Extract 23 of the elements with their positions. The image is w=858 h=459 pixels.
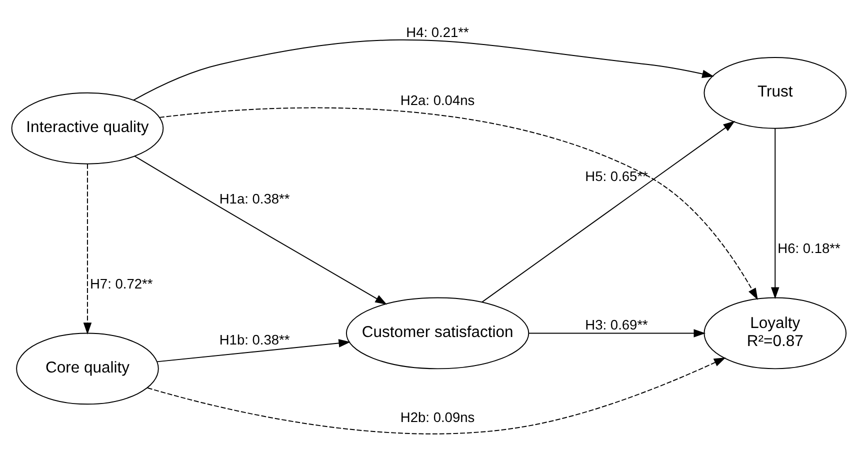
node-ellipse: Loyalty R²=0.87: [704, 296, 847, 369]
edge-label: H4: 0.21**: [406, 24, 469, 40]
edge-label: H2b: 0.09ns: [400, 410, 475, 425]
edge-label: H2a: 0.04ns: [400, 92, 475, 108]
node-ellipse: Trust: [704, 56, 847, 128]
edge-label: H5: 0.65**: [585, 168, 648, 184]
node-ellipse: Interactive quality: [11, 92, 164, 164]
arrow: [134, 155, 388, 304]
edge-label: H6: 0.18**: [778, 240, 840, 256]
arrow: [528, 328, 706, 337]
edge-label: H7: 0.72**: [90, 276, 153, 291]
arrow: [482, 120, 736, 302]
arrow: [147, 356, 726, 434]
arrow: [132, 38, 714, 100]
arrow: [156, 338, 351, 362]
node-ellipse: Customer satisfaction: [346, 296, 530, 369]
edge-label: H3: 0.69**: [585, 316, 648, 332]
arrow: [83, 162, 92, 334]
arrow: [770, 128, 780, 299]
node-ellipse: Core quality: [16, 332, 159, 404]
arrow: [159, 106, 758, 300]
edge-label: H1a: 0.38**: [219, 190, 290, 206]
edge-label: H1b: 0.38**: [219, 332, 290, 347]
